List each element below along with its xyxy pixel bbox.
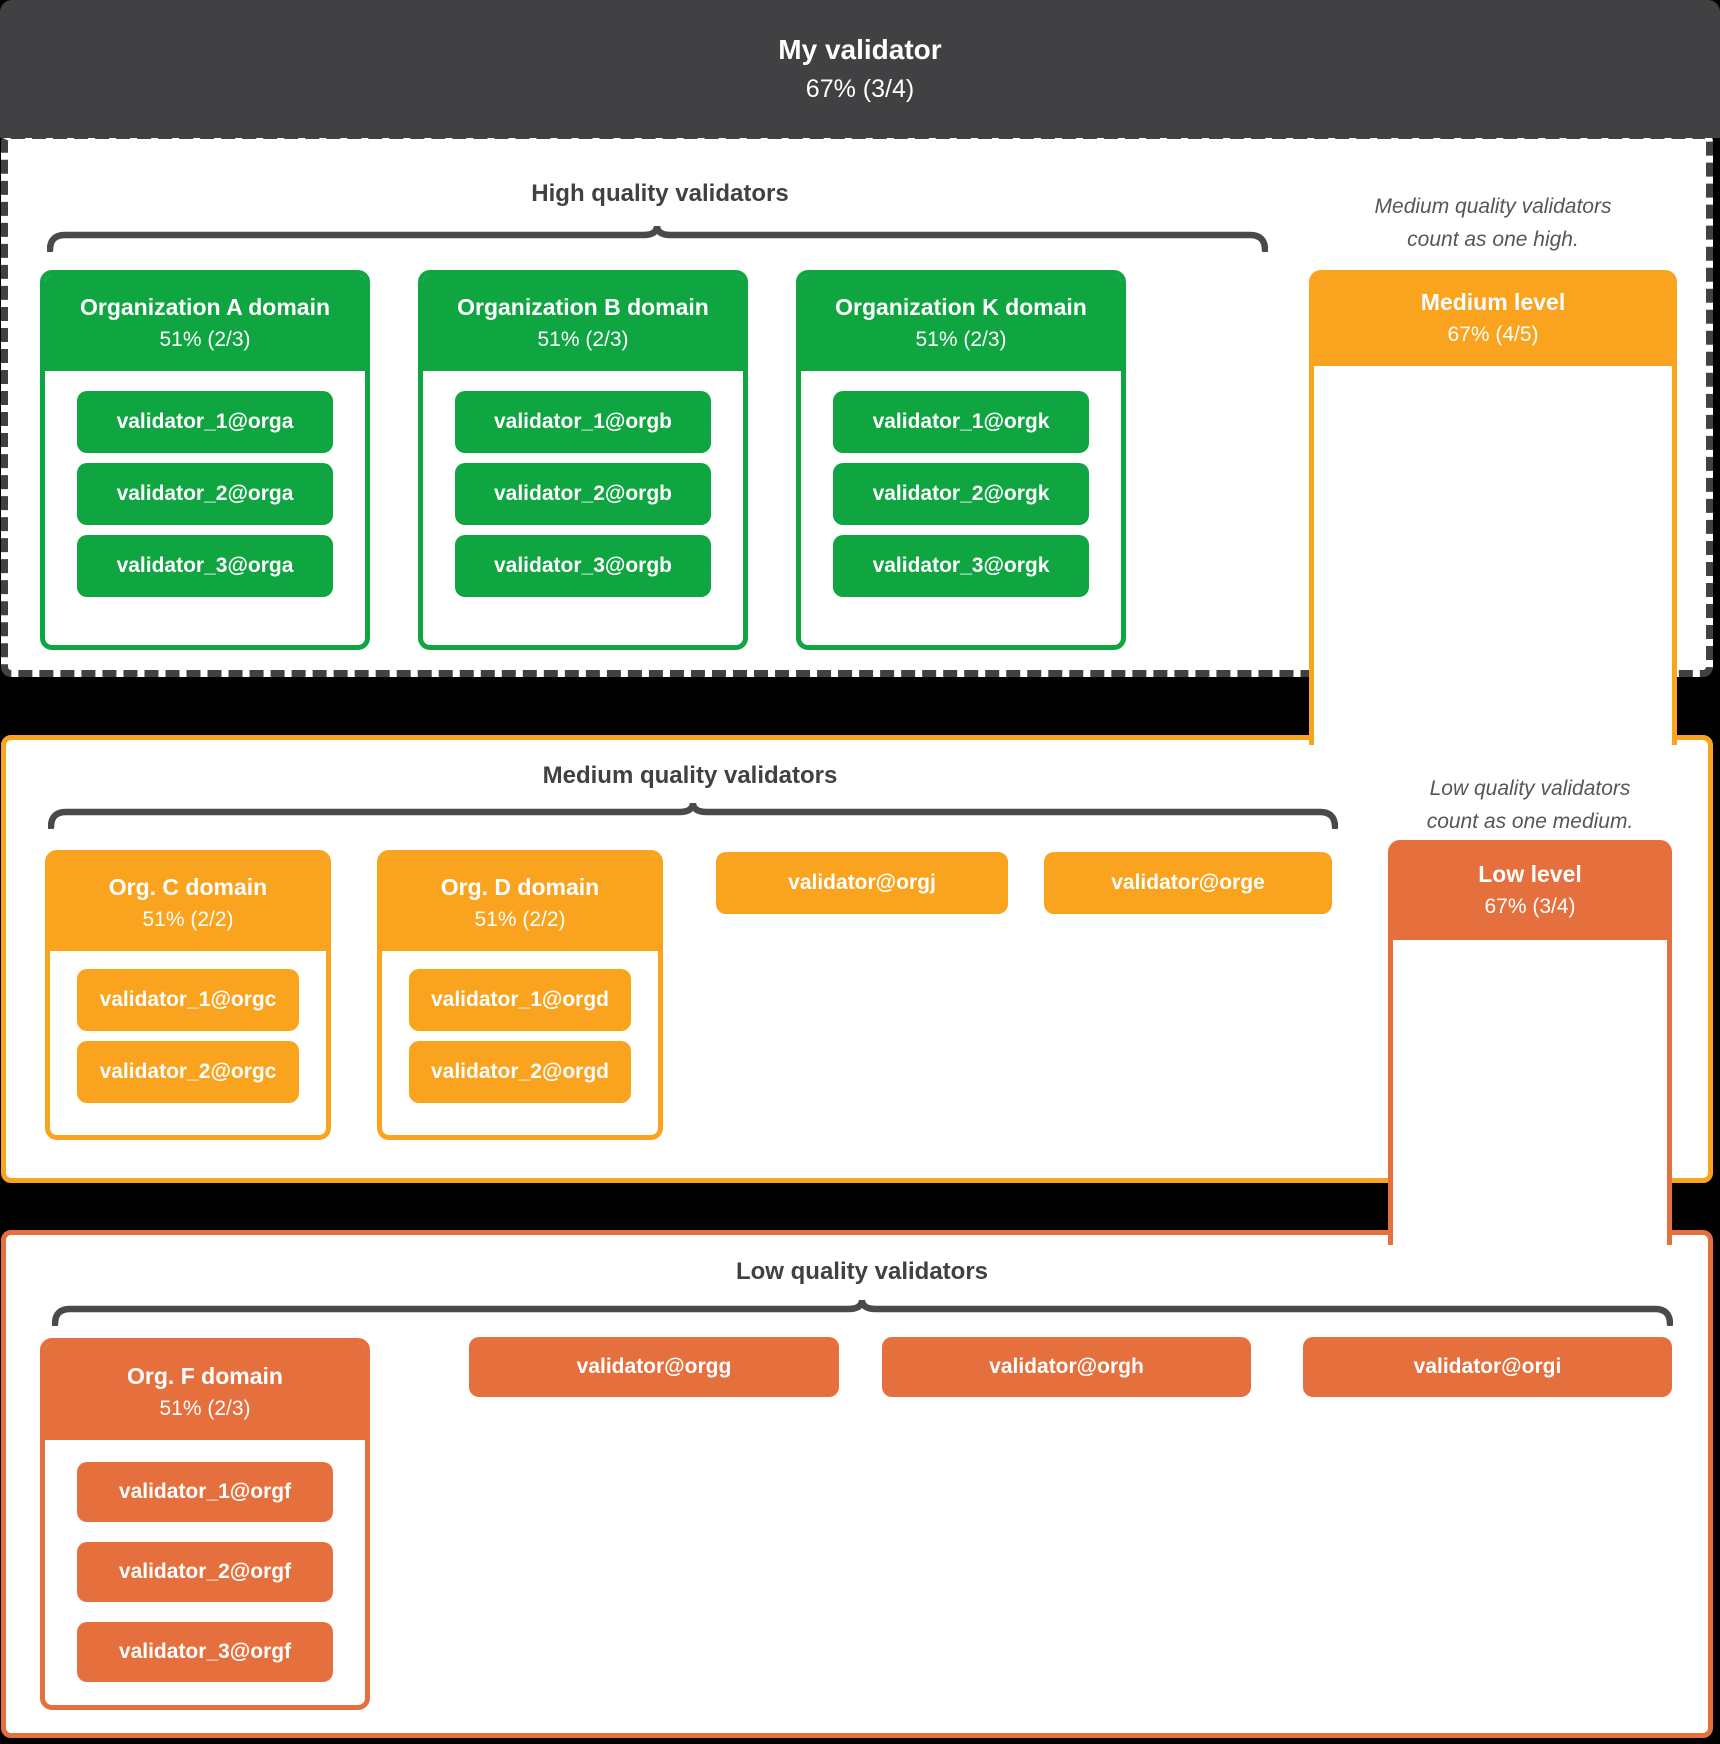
low-level-threshold: 67% (3/4) — [1484, 895, 1576, 918]
validator-pill: validator_3@orga — [77, 535, 333, 597]
validator-pill: validator_2@orgc — [77, 1041, 299, 1103]
org-k-header: Organization K domain 51% (2/3) — [801, 275, 1121, 371]
medium-brace-icon — [48, 802, 1338, 829]
org-k-validators: validator_1@orgk validator_2@orgk valida… — [801, 371, 1121, 597]
validator-orgi-pill: validator@orgi — [1303, 1337, 1672, 1397]
org-f-box: Org. F domain 51% (2/3) validator_1@orgf… — [40, 1338, 370, 1710]
high-section-title: High quality validators — [531, 180, 789, 207]
medium-level-threshold: 67% (4/5) — [1447, 323, 1539, 346]
org-c-header: Org. C domain 51% (2/2) — [50, 855, 326, 951]
org-b-box: Organization B domain 51% (2/3) validato… — [418, 270, 748, 650]
org-a-box: Organization A domain 51% (2/3) validato… — [40, 270, 370, 650]
my-validator-header: My validator 67% (3/4) — [0, 0, 1720, 138]
validator-pill: validator_2@orgk — [833, 463, 1089, 525]
validator-pill: validator_1@orgk — [833, 391, 1089, 453]
org-c-box: Org. C domain 51% (2/2) validator_1@orgc… — [45, 850, 331, 1140]
low-level-title: Low level — [1478, 861, 1582, 887]
validator-orgh-pill: validator@orgh — [882, 1337, 1251, 1397]
validator-pill: validator_1@orgb — [455, 391, 711, 453]
medium-level-box: Medium level 67% (4/5) — [1309, 270, 1677, 366]
validator-pill: validator_1@orgf — [77, 1462, 333, 1522]
medium-level-connector — [1309, 358, 1677, 745]
validator-pill: validator_3@orgf — [77, 1622, 333, 1682]
validator-pill: validator_1@orga — [77, 391, 333, 453]
validator-pill: validator_1@orgd — [409, 969, 631, 1031]
org-d-validators: validator_1@orgd validator_2@orgd — [382, 951, 658, 1103]
low-level-connector — [1388, 932, 1672, 1245]
low-counts-note: Low quality validators count as one medi… — [1426, 777, 1634, 833]
org-a-header: Organization A domain 51% (2/3) — [45, 275, 365, 371]
validator-pill: validator_3@orgk — [833, 535, 1089, 597]
medium-counts-note: Medium quality validators count as one h… — [1374, 195, 1612, 251]
validator-pill: validator_2@orgf — [77, 1542, 333, 1602]
org-f-header: Org. F domain 51% (2/3) — [45, 1343, 365, 1440]
page-title: My validator — [778, 34, 942, 65]
org-a-validators: validator_1@orga validator_2@orga valida… — [45, 371, 365, 597]
low-level-box: Low level 67% (3/4) — [1388, 840, 1672, 940]
org-c-validators: validator_1@orgc validator_2@orgc — [50, 951, 326, 1103]
org-d-header: Org. D domain 51% (2/2) — [382, 855, 658, 951]
medium-level-title: Medium level — [1420, 289, 1566, 315]
low-brace-icon — [52, 1299, 1673, 1326]
org-f-validators: validator_1@orgf validator_2@orgf valida… — [45, 1440, 365, 1682]
validator-pill: validator_3@orgb — [455, 535, 711, 597]
validator-pill: validator_1@orgc — [77, 969, 299, 1031]
org-b-validators: validator_1@orgb validator_2@orgb valida… — [423, 371, 743, 597]
medium-section-title: Medium quality validators — [542, 762, 838, 789]
low-section-title: Low quality validators — [735, 1258, 989, 1285]
validator-orgj-pill: validator@orgj — [716, 852, 1008, 914]
org-b-header: Organization B domain 51% (2/3) — [423, 275, 743, 371]
my-validator-threshold: 67% (3/4) — [805, 75, 915, 103]
validator-pill: validator_2@orgb — [455, 463, 711, 525]
org-d-box: Org. D domain 51% (2/2) validator_1@orgd… — [377, 850, 663, 1140]
org-k-box: Organization K domain 51% (2/3) validato… — [796, 270, 1126, 650]
validator-pill: validator_2@orga — [77, 463, 333, 525]
validator-pill: validator_2@orgd — [409, 1041, 631, 1103]
validator-orge-pill: validator@orge — [1044, 852, 1332, 914]
high-brace-icon — [47, 225, 1268, 252]
validator-orgg-pill: validator@orgg — [469, 1337, 839, 1397]
